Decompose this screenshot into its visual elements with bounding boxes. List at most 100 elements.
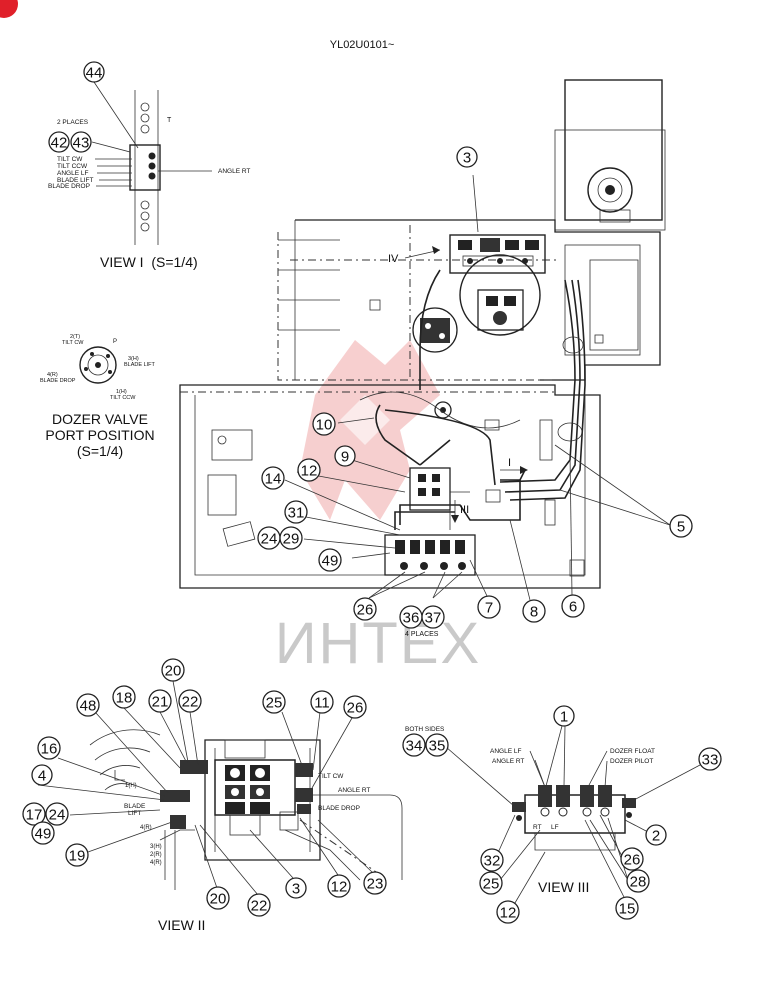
dozer-port-tilt-cw: 2(T)TILT CW: [62, 334, 84, 346]
svg-text:2: 2: [652, 828, 660, 845]
svg-text:48: 48: [80, 698, 97, 715]
callout-42: 42: [48, 131, 70, 153]
engine-enclosure: [564, 79, 663, 221]
svg-text:26: 26: [624, 852, 641, 869]
callout-43: 43: [70, 131, 92, 153]
svg-text:23: 23: [367, 876, 384, 893]
callout-12-view3: 12: [496, 900, 520, 924]
svg-text:32: 32: [484, 853, 501, 870]
view-1-label-tilt-cw: TILT CW: [57, 156, 83, 163]
pump-assembly: [477, 289, 524, 331]
view-3-label-rt: RT: [533, 824, 542, 831]
view-1-fittings: [140, 102, 156, 232]
callout-25-view2: 25: [262, 690, 286, 714]
callout-20-bottom: 20: [206, 886, 230, 910]
callout-14: 14: [261, 466, 285, 490]
view-2-label-angle-rt: ANGLE RT: [338, 787, 370, 794]
callout-3-main: 3: [456, 146, 478, 168]
callout-12-view2: 12: [327, 874, 351, 898]
view-2-label-p3h: 3(H): [150, 844, 162, 850]
dozer-valve-title-2: PORT POSITION: [45, 427, 154, 443]
callout-49-view2: 49: [31, 821, 55, 845]
callout-20-top: 20: [161, 658, 185, 682]
dozer-valve-lower: [384, 534, 476, 576]
callout-5: 5: [669, 514, 693, 538]
swivel-joint: [459, 254, 541, 336]
pilot-valve-left: [412, 307, 458, 353]
corner-badge: [0, 0, 18, 18]
callout-12-main: 12: [297, 458, 321, 482]
svg-text:5: 5: [677, 519, 685, 536]
view-1-label-angle-lf: ANGLE LF: [57, 170, 88, 177]
serial-number: YL02U0101~: [330, 39, 395, 51]
view-1-group: T 2 PLACES TILT CW TILT CCW ANGLE LF BLA…: [48, 81, 250, 270]
callout-6: 6: [561, 594, 585, 618]
dozer-valve-title-1: DOZER VALVE: [52, 411, 148, 427]
svg-text:18: 18: [116, 690, 133, 707]
svg-text:22: 22: [251, 898, 268, 915]
svg-text:8: 8: [530, 604, 538, 621]
svg-text:44: 44: [86, 65, 103, 82]
view-3-label-lf: LF: [551, 824, 559, 831]
dozer-port-blade-drop: 4(R)BLADE DROP: [40, 372, 76, 384]
svg-text:37: 37: [425, 610, 442, 627]
svg-text:7: 7: [485, 600, 493, 617]
svg-text:24: 24: [49, 807, 66, 824]
svg-text:16: 16: [41, 741, 58, 758]
svg-text:19: 19: [69, 848, 86, 865]
view-3-label-dozer-pilot: DOZER PILOT: [610, 758, 653, 765]
svg-text:3: 3: [463, 150, 471, 167]
svg-text:20: 20: [165, 663, 182, 680]
svg-text:49: 49: [35, 826, 52, 843]
svg-text:42: 42: [51, 135, 68, 152]
svg-text:1: 1: [560, 709, 568, 726]
control-valve-top-detail: [458, 238, 539, 267]
svg-text:12: 12: [301, 463, 318, 480]
svg-text:24: 24: [261, 531, 278, 548]
view-1-label-blade-lift: BLADE LIFT: [57, 177, 94, 184]
svg-text:49: 49: [322, 553, 339, 570]
view-1-label-blade-drop: BLADE DROP: [48, 183, 90, 190]
svg-text:15: 15: [619, 901, 636, 918]
callout-49-main: 49: [318, 548, 342, 572]
callout-21: 21: [148, 689, 172, 713]
view-3-label-angle-rt: ANGLE RT: [492, 758, 524, 765]
svg-text:12: 12: [331, 879, 348, 896]
svg-text:43: 43: [73, 135, 90, 152]
callout-36: 36: [399, 605, 423, 629]
dozer-valve-body: [79, 346, 117, 384]
callout-29: 29: [279, 526, 303, 550]
dozer-port-p: P: [113, 339, 117, 345]
dozer-valve-title-3: (S=1/4): [77, 443, 123, 459]
callout-37: 37: [421, 605, 445, 629]
filter-unit: [409, 467, 470, 511]
callout-34: 34: [402, 733, 426, 757]
dozer-port-blade-lift: 3(H)BLADE LIFT: [124, 356, 156, 368]
callout-26-view2: 26: [343, 695, 367, 719]
callout-24-view2: 24: [45, 802, 69, 826]
view-2-label-p1: 1(H): [125, 783, 137, 789]
svg-text:36: 36: [403, 610, 420, 627]
lower-frame-details: [207, 419, 585, 577]
callout-48: 48: [76, 693, 100, 717]
view-1-note: 2 PLACES: [57, 119, 89, 126]
svg-text:28: 28: [630, 874, 647, 891]
callout-8: 8: [522, 599, 546, 623]
callout-32: 32: [480, 848, 504, 872]
callout-44: 44: [83, 61, 105, 83]
view-2-label-p4r2: 4(R): [150, 860, 162, 866]
svg-text:29: 29: [283, 531, 300, 548]
svg-text:22: 22: [182, 694, 199, 711]
callout-1: 1: [553, 705, 575, 727]
callout-26-view3: 26: [620, 847, 644, 871]
callout-9: 9: [334, 445, 356, 467]
view-2-label-tilt-cw: TILT CW: [318, 773, 344, 780]
watermark-text: ИНТЕХ: [275, 611, 481, 676]
view-1-label-tilt-ccw: TILT CCW: [57, 163, 88, 170]
view-1-t-mark: T: [167, 117, 172, 124]
dozer-valve-group: 2(T)TILT CW P 3(H)BLADE LIFT 4(R)BLADE D…: [40, 334, 156, 459]
callout-25-view3: 25: [479, 871, 503, 895]
note-4-places: 4 PLACES: [405, 631, 439, 638]
svg-text:26: 26: [357, 602, 374, 619]
